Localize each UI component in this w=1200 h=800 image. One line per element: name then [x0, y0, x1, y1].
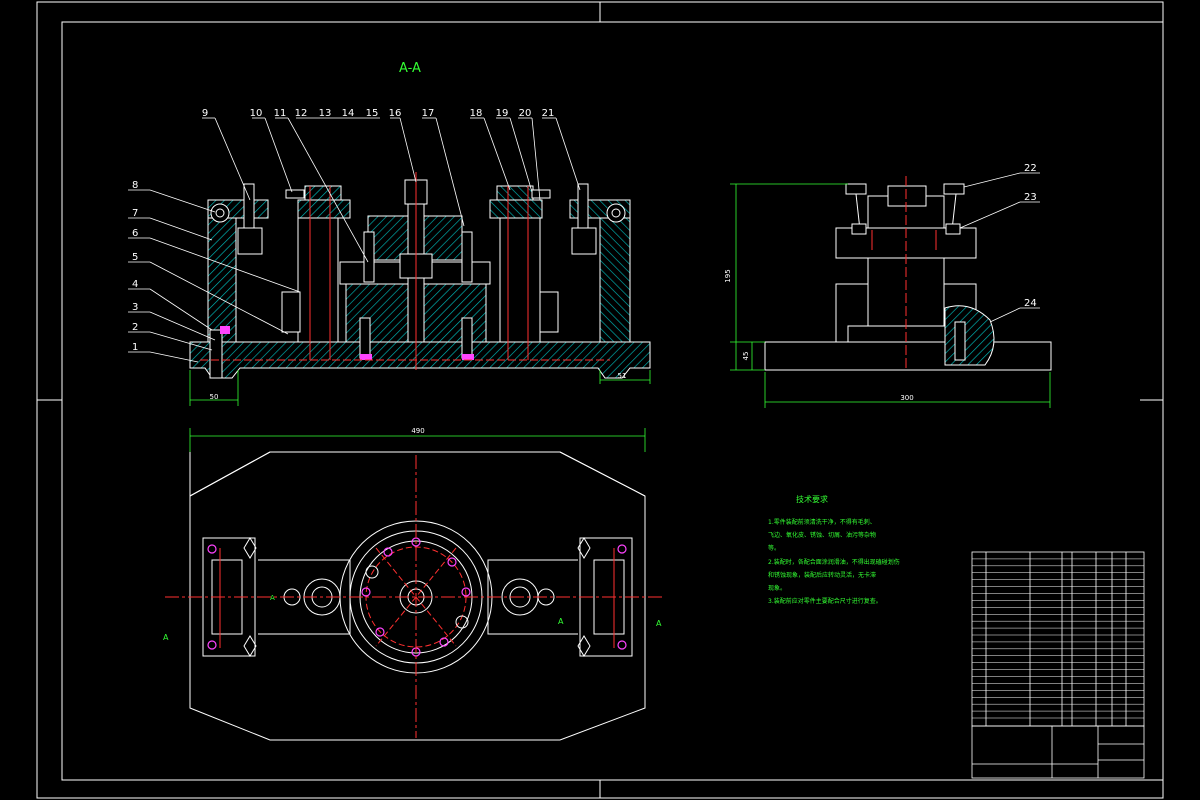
side-dimensions [730, 183, 1051, 408]
part-label: 8 [132, 180, 138, 191]
part-label: 2 [132, 322, 138, 333]
part-label: 17 [422, 108, 435, 119]
part-label: 24 [1024, 298, 1037, 309]
front-dimensions [189, 370, 651, 406]
section-mark: A [163, 633, 169, 642]
dim-right-width: 51 [618, 372, 627, 380]
part-label: 12 [295, 108, 308, 119]
note-line: 和锈蚀现象，装配后应转动灵活，无卡滞 [768, 571, 876, 579]
section-mark: A [558, 617, 564, 626]
part-numbers-top: 9 10 11 12 13 14 15 16 17 18 19 20 21 [202, 108, 555, 119]
part-numbers-side: 22 23 24 [1024, 163, 1037, 309]
part-label: 4 [132, 279, 138, 290]
part-label: 7 [132, 208, 138, 219]
part-label: 1 [132, 342, 138, 353]
section-mark: A [656, 619, 662, 628]
note-line: 3.装配前应对零件主要配合尺寸进行复查。 [768, 597, 882, 605]
part-label: 13 [319, 108, 332, 119]
part-label: 20 [519, 108, 532, 119]
bom-table [971, 551, 1145, 727]
part-label: 10 [250, 108, 263, 119]
side-view [764, 176, 1052, 371]
bom-rows [972, 558, 1144, 719]
view-title: A-A [399, 61, 421, 76]
plan-dimensions [189, 428, 646, 452]
part-label: 22 [1024, 163, 1037, 174]
front-section-view [189, 172, 651, 379]
dim-side-width: 300 [900, 394, 913, 402]
part-label: 11 [274, 108, 287, 119]
note-line: 1.零件装配前须清洗干净，不得有毛刺、 [768, 518, 876, 526]
section-mark: A [270, 594, 275, 602]
part-label: 14 [342, 108, 355, 119]
technical-notes: 1.零件装配前须清洗干净，不得有毛刺、 飞边、氧化皮、锈蚀、切屑、油污等杂物 等… [768, 518, 900, 605]
part-label: 23 [1024, 192, 1037, 203]
notes-title: 技术要求 [796, 494, 828, 504]
dim-side-height: 195 [724, 269, 732, 282]
part-label: 16 [389, 108, 402, 119]
part-label: 5 [132, 252, 138, 263]
dim-side-base: 45 [742, 352, 750, 361]
part-label: 9 [202, 108, 208, 119]
note-line: 等。 [768, 544, 780, 552]
part-label: 6 [132, 228, 138, 239]
part-label: 21 [542, 108, 555, 119]
note-line: 现象。 [768, 584, 786, 592]
plan-view [165, 451, 665, 741]
sheet-frame [36, 1, 1164, 799]
dim-left-width: 50 [210, 393, 219, 401]
part-numbers-left: 8 7 6 5 4 3 2 1 [132, 180, 138, 353]
note-line: 飞边、氧化皮、锈蚀、切屑、油污等杂物 [768, 531, 876, 539]
part-label: 3 [132, 302, 138, 313]
part-label: 19 [496, 108, 509, 119]
dim-plan-width: 490 [411, 427, 424, 435]
part-label: 18 [470, 108, 483, 119]
part-label: 15 [366, 108, 379, 119]
title-block [971, 725, 1145, 779]
note-line: 2.装配时，各配合面涂润滑油，不得出现磕碰划伤 [768, 558, 900, 566]
leader-lines [128, 117, 1040, 363]
